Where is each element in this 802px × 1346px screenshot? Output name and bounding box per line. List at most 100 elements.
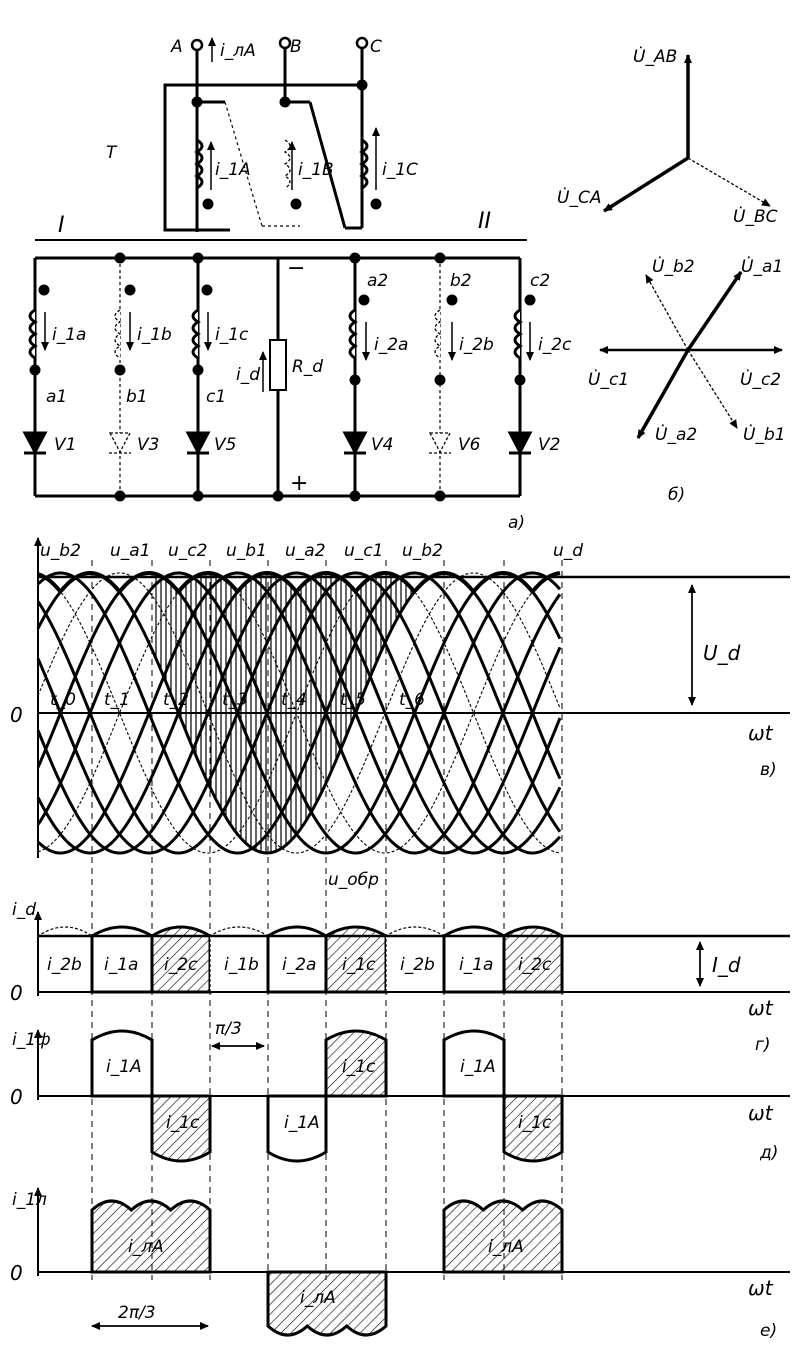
il-origin: 0: [10, 1261, 23, 1285]
top-label-6: u_b2: [402, 541, 443, 561]
diode-v4: [342, 431, 368, 456]
node-a1: a1: [46, 387, 67, 407]
panel-g-label: г): [755, 1035, 771, 1055]
winding-1a: [194, 138, 204, 190]
diode-v5: [185, 431, 211, 456]
id-pulse-label-5: i_1c: [342, 955, 376, 975]
sec-current-1b: i_1b: [137, 325, 172, 345]
id-pulse-label-7: i_1a: [459, 955, 493, 975]
diode-v6: [428, 432, 452, 454]
load-current-label: i_d: [236, 365, 260, 385]
voltage-x-axis-label: ωt: [748, 721, 774, 745]
il-y-label: i_1л: [12, 1190, 47, 1210]
rectified-envelope: [37, 570, 561, 594]
terminal-b-label: B: [290, 37, 302, 57]
il-pulse-label-0: i_лA: [128, 1237, 164, 1257]
time-mark-6: t_6: [399, 690, 425, 710]
transformer-label: T: [106, 143, 118, 163]
minus-label: −: [287, 256, 305, 281]
terminal-c: [355, 36, 369, 50]
time-mark-0: t_0: [50, 690, 76, 710]
phasor-uca: U̇_CA: [557, 187, 601, 208]
phasor-uc2: U̇_c2: [740, 369, 781, 390]
current-pulse: [90, 1029, 154, 1098]
winding-1c: [359, 138, 369, 190]
id-pulse-label-3: i_1b: [224, 955, 259, 975]
group-left-label: I: [58, 213, 65, 238]
voltage-chart: u_b2 u_a1 u_c2 u_b1 u_a2 u_c1 u_b2 u_d U…: [10, 537, 790, 1280]
phasor-ub2: U̇_b2: [652, 256, 695, 277]
id-level-label: I_d: [712, 953, 741, 977]
phase-curve: [36, 571, 562, 855]
terminal-a-label: A: [170, 37, 183, 57]
terminal-c-label: C: [370, 37, 382, 57]
line-current-chart: i_1л i_лA i_лA i_лA 0 ωt 2π/3 е): [10, 1187, 790, 1341]
current-pulse: [324, 1029, 388, 1098]
top-label-2: u_c2: [168, 541, 207, 561]
line-current-pulse: [266, 1270, 388, 1337]
diode-v5-label: V5: [214, 435, 236, 455]
time-mark-3: t_3: [222, 690, 248, 710]
terminal-a: [190, 38, 204, 52]
id-pulse-label-6: i_2b: [400, 955, 435, 975]
phasor-panel: [599, 54, 783, 439]
phase-curve: [36, 571, 562, 855]
current-pulse: [502, 1094, 564, 1163]
id-origin: 0: [10, 981, 23, 1005]
panel-d-label: д): [759, 1143, 778, 1163]
sec-current-1a: i_1a: [52, 325, 86, 345]
ud-level-label: U_d: [703, 641, 741, 665]
phasor-ubc: U̇_BC: [733, 206, 778, 227]
current-pulse: [266, 1094, 328, 1163]
phasor-ua2: U̇_a2: [655, 424, 697, 445]
iph-pulse-label-3: i_1A: [284, 1113, 320, 1133]
pi-over-3-label: π/3: [215, 1019, 242, 1039]
winding-1b: [283, 139, 291, 189]
diode-v1-label: V1: [54, 435, 76, 455]
time-mark-5: t_5: [340, 690, 366, 710]
iph-pulse-label-4: i_1A: [460, 1057, 496, 1077]
voltage-origin: 0: [10, 703, 23, 727]
sec-current-2a: i_2a: [374, 335, 408, 355]
top-label-1: u_a1: [110, 541, 151, 561]
panel-a-label: а): [508, 513, 525, 533]
phasor-ub1: U̇_b1: [743, 424, 786, 445]
diode-v2: [507, 431, 533, 456]
two-pi-over-3-label: 2π/3: [118, 1303, 156, 1323]
node-c1: c1: [206, 387, 226, 407]
panel-e-label: е): [760, 1321, 777, 1341]
iph-y-label: i_1ф: [12, 1030, 51, 1050]
current-pulse: [150, 1094, 212, 1163]
sec-current-1c: i_1c: [215, 325, 249, 345]
envelope-label: u_d: [553, 541, 583, 561]
iph-pulse-label-5: i_1c: [518, 1113, 552, 1133]
circuit-labels: A B C i_лA T i_1A i_1B i_1C I II − + R_d…: [46, 37, 572, 533]
diode-v1: [22, 431, 48, 456]
diode-v3-label: V3: [137, 435, 159, 455]
group-right-label: II: [478, 209, 491, 234]
il-x-axis-label: ωt: [748, 1276, 774, 1300]
phasor-uab: U̇_AB: [633, 46, 677, 67]
diode-v3: [108, 432, 132, 454]
sec-current-2c: i_2c: [538, 335, 572, 355]
time-mark-4: t_4: [281, 690, 307, 710]
circuit-panel: [22, 36, 536, 502]
il-pulse-label-1: i_лA: [300, 1288, 336, 1308]
id-pulse-label-4: i_2a: [282, 955, 316, 975]
terminal-b: [278, 36, 292, 50]
id-pulse-label-2: i_2c: [164, 955, 198, 975]
diode-v6-label: V6: [458, 435, 481, 455]
top-label-5: u_c1: [344, 541, 383, 561]
time-mark-2: t_2: [163, 690, 189, 710]
phasor-labels: U̇_AB U̇_CA U̇_BC U̇_b2 U̇_a1 U̇_c1 U̇_c…: [557, 46, 786, 505]
id-x-axis-label: ωt: [748, 996, 774, 1020]
id-y-label: i_d: [12, 900, 36, 920]
line-current-pulse: [90, 1199, 212, 1274]
id-pulse-label-8: i_2c: [518, 955, 552, 975]
phase-current-chart: i_1ф i_1A i_1c i_1c i_1A i_1A i_1c 0 ωt …: [10, 1029, 790, 1163]
il-pulse-label-2: i_лA: [488, 1237, 524, 1257]
plus-label: +: [290, 471, 308, 496]
load-resistor-label: R_d: [292, 357, 323, 377]
reverse-voltage-label: u_обр: [328, 870, 379, 890]
